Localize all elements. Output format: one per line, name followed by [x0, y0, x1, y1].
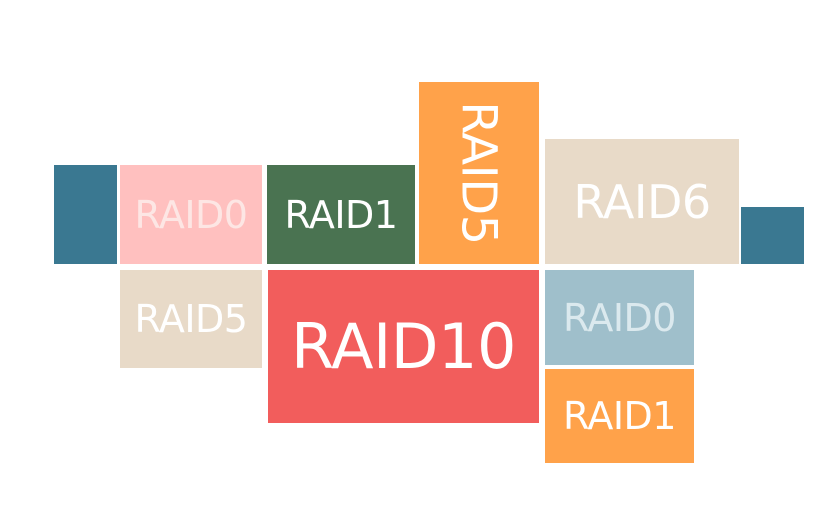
tile-label: RAID0	[562, 295, 677, 340]
raid0-tile-pink: RAID0	[120, 165, 262, 264]
tile-label: RAID10	[291, 309, 516, 383]
raid10-tile-red: RAID10	[268, 270, 539, 423]
tile-label: RAID0	[134, 192, 248, 237]
tile-label: RAID1	[562, 394, 677, 438]
blank-tile-dark-blue-right	[741, 207, 804, 264]
raid0-tile-light-blue: RAID0	[545, 270, 694, 365]
raid5-tile-beige: RAID5	[120, 270, 262, 368]
tile-label: RAID5	[451, 101, 507, 245]
tile-label: RAID1	[284, 192, 398, 237]
blank-tile-dark-blue-left	[54, 165, 117, 264]
raid5-tile-orange-vertical: RAID5	[419, 82, 539, 264]
raid6-tile-beige: RAID6	[545, 139, 739, 264]
raid1-tile-orange: RAID1	[545, 369, 694, 463]
tile-label: RAID6	[573, 174, 711, 229]
tile-label: RAID5	[134, 297, 248, 341]
raid1-tile-green: RAID1	[267, 165, 415, 264]
